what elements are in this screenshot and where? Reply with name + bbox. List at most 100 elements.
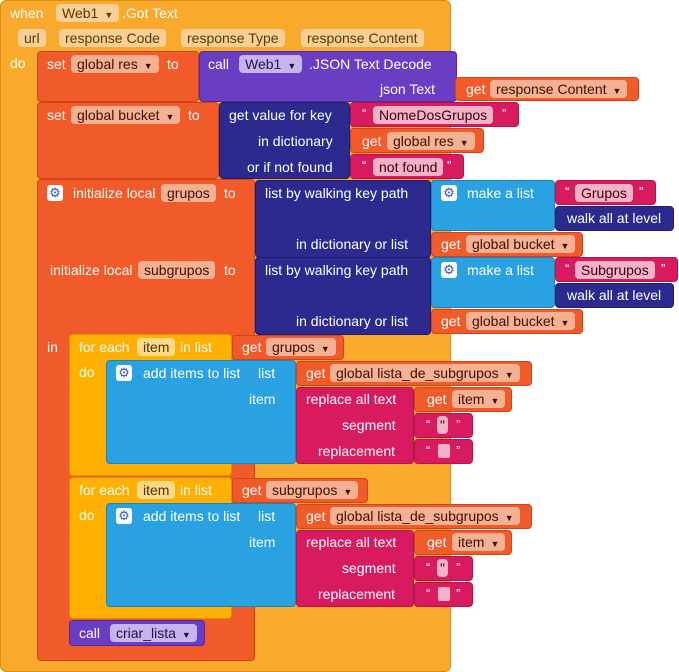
quote-close-icon: ” bbox=[447, 158, 452, 173]
quote-close-icon: ” bbox=[456, 417, 461, 432]
chevron-down-icon: ▼ bbox=[504, 513, 514, 523]
var-dropdown-grupos[interactable]: grupos▼ bbox=[266, 338, 336, 356]
chevron-down-icon: ▼ bbox=[560, 241, 570, 251]
loop-var-item[interactable]: item bbox=[137, 481, 176, 499]
walk-key-path-block-2[interactable] bbox=[255, 257, 431, 335]
replacement-label: replacement bbox=[318, 443, 396, 459]
in-label: in bbox=[47, 339, 58, 355]
get-label: get bbox=[306, 365, 326, 381]
replace-all-text-label: replace all text bbox=[306, 391, 397, 407]
do-label: do bbox=[79, 507, 95, 523]
chevron-down-icon: ▼ bbox=[459, 138, 469, 148]
replace-all-text-block-1[interactable] bbox=[296, 387, 414, 464]
var-dropdown-global-bucket[interactable]: global bucket▼ bbox=[466, 235, 576, 253]
var-dropdown-global-bucket[interactable]: global bucket▼ bbox=[71, 106, 181, 124]
walk-all-at-level-block-1[interactable] bbox=[555, 206, 674, 231]
do-label: do bbox=[10, 55, 26, 71]
param-response-content[interactable]: response Content bbox=[301, 29, 424, 47]
chevron-down-icon: ▼ bbox=[560, 318, 570, 328]
local-name-subgrupos[interactable]: subgrupos bbox=[138, 261, 216, 279]
event-name: .Got Text bbox=[122, 5, 178, 21]
when-label: when bbox=[10, 5, 44, 21]
gear-icon[interactable]: ⚙ bbox=[441, 185, 457, 201]
text-value-grupos[interactable]: Grupos bbox=[575, 184, 633, 202]
get-value-for-key-block[interactable] bbox=[219, 102, 350, 179]
get-value-for-key-label: get value for key bbox=[229, 107, 332, 123]
quote-open-icon: “ bbox=[565, 261, 570, 276]
walk-key-path-label: list by walking key path bbox=[265, 262, 409, 278]
var-dropdown-item[interactable]: item▼ bbox=[452, 533, 506, 551]
empty-text-field[interactable] bbox=[438, 444, 450, 458]
chevron-down-icon: ▼ bbox=[165, 112, 175, 122]
walk-all-at-level-label: walk all at level bbox=[567, 210, 662, 226]
add-items-to-list-block-2[interactable] bbox=[106, 503, 296, 607]
chevron-down-icon: ▼ bbox=[343, 487, 353, 497]
quote-close-icon: ” bbox=[639, 184, 644, 199]
var-dropdown-global-res[interactable]: global res▼ bbox=[71, 55, 159, 73]
chevron-down-icon: ▼ bbox=[104, 10, 114, 20]
var-dropdown-global-res[interactable]: global res▼ bbox=[387, 132, 475, 150]
walk-key-path-block-1[interactable] bbox=[255, 180, 431, 258]
gear-icon[interactable]: ⚙ bbox=[47, 185, 63, 201]
do-label: do bbox=[79, 364, 95, 380]
text-value-not-found[interactable]: not found bbox=[373, 158, 444, 176]
procedure-dropdown-criar-lista[interactable]: criar_lista▼ bbox=[110, 624, 197, 642]
var-dropdown-item[interactable]: item▼ bbox=[452, 390, 506, 408]
var-dropdown-global-bucket[interactable]: global bucket▼ bbox=[466, 312, 576, 330]
loop-var-item[interactable]: item bbox=[137, 338, 176, 356]
get-label: get bbox=[441, 313, 461, 329]
quote-open-icon: “ bbox=[362, 158, 367, 173]
quote-open-icon: “ bbox=[426, 443, 431, 458]
replace-all-text-block-2[interactable] bbox=[296, 530, 414, 607]
gear-icon[interactable]: ⚙ bbox=[116, 365, 132, 381]
in-dictionary-or-list-label: in dictionary or list bbox=[296, 313, 409, 329]
gear-icon[interactable]: ⚙ bbox=[116, 508, 132, 524]
method-name: .JSON Text Decode bbox=[309, 56, 432, 72]
chevron-down-icon: ▼ bbox=[490, 396, 500, 406]
quote-open-icon: “ bbox=[426, 560, 431, 575]
replace-all-text-label: replace all text bbox=[306, 534, 397, 550]
or-if-not-found-label: or if not found bbox=[247, 159, 333, 175]
quote-open-icon: “ bbox=[565, 184, 570, 199]
gear-icon[interactable]: ⚙ bbox=[441, 262, 457, 278]
get-label: get bbox=[427, 534, 447, 550]
quote-close-icon: ” bbox=[502, 106, 507, 121]
get-label: get bbox=[441, 236, 461, 252]
add-items-to-list-block-1[interactable] bbox=[106, 360, 296, 464]
walk-all-at-level-block-2[interactable] bbox=[555, 283, 674, 308]
empty-text-field[interactable] bbox=[438, 587, 450, 601]
in-dictionary-or-list-label: in dictionary or list bbox=[296, 236, 409, 252]
call-label: call bbox=[208, 56, 230, 72]
set-label: set bbox=[47, 107, 66, 123]
add-items-to-list-label: add items to list bbox=[143, 365, 241, 381]
text-value-segment[interactable]: " bbox=[437, 416, 448, 434]
var-dropdown-lista-de-subgrupos[interactable]: global lista_de_subgrupos▼ bbox=[330, 507, 520, 525]
text-value-subgrupos[interactable]: Subgrupos bbox=[575, 261, 655, 279]
param-response-type[interactable]: response Type bbox=[181, 29, 285, 47]
make-a-list-label: make a list bbox=[467, 185, 534, 201]
get-label: get bbox=[242, 482, 262, 498]
param-response-code[interactable]: response Code bbox=[59, 29, 166, 47]
add-items-to-list-label: add items to list bbox=[143, 508, 241, 524]
chevron-down-icon: ▼ bbox=[320, 344, 330, 354]
component-dropdown[interactable]: Web1▼ bbox=[56, 4, 120, 22]
var-dropdown-subgrupos[interactable]: subgrupos▼ bbox=[266, 481, 359, 499]
var-dropdown-lista-de-subgrupos[interactable]: global lista_de_subgrupos▼ bbox=[330, 364, 520, 382]
param-url[interactable]: url bbox=[18, 29, 46, 47]
text-value-nomedosgrupos[interactable]: NomeDosGrupos bbox=[373, 106, 494, 124]
in-list-label: in list bbox=[180, 482, 212, 498]
item-label: item bbox=[249, 391, 276, 407]
quote-close-icon: ” bbox=[456, 586, 461, 601]
in-list-label: in list bbox=[180, 339, 212, 355]
walk-all-at-level-label: walk all at level bbox=[567, 287, 662, 303]
segment-label: segment bbox=[342, 560, 396, 576]
initialize-local-label: initialize local bbox=[50, 262, 133, 278]
quote-close-icon: ” bbox=[456, 560, 461, 575]
local-name-grupos[interactable]: grupos bbox=[161, 184, 216, 202]
text-value-segment[interactable]: " bbox=[437, 559, 448, 577]
get-label: get bbox=[466, 81, 486, 97]
component-dropdown-web1[interactable]: Web1▼ bbox=[239, 55, 303, 73]
list-label: list bbox=[258, 508, 276, 524]
chevron-down-icon: ▼ bbox=[143, 61, 153, 71]
var-dropdown-response-content[interactable]: response Content▼ bbox=[490, 80, 628, 98]
